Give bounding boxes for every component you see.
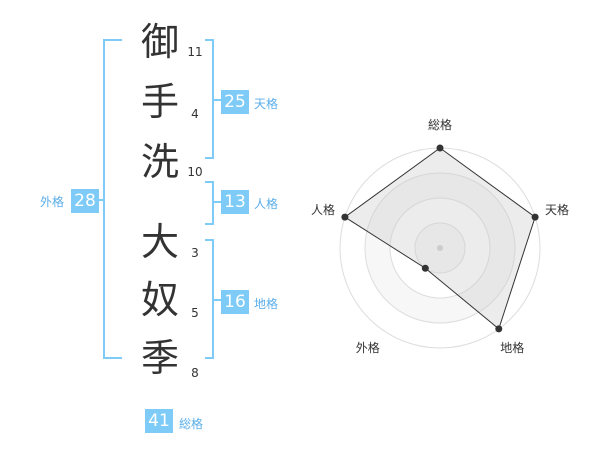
tenkaku-badge: 25: [221, 90, 249, 114]
radar-axis-label-soukaku: 総格: [428, 118, 453, 132]
soukaku-badge: 41: [145, 409, 173, 433]
name-char-2: 手: [140, 80, 179, 124]
radar-point-4: [341, 213, 349, 221]
name-char-1: 御: [140, 20, 179, 64]
stroke-count-3: 10: [187, 165, 203, 179]
jinkaku-badge: 13: [221, 190, 249, 214]
stroke-count-6: 8: [191, 366, 199, 380]
name-char-3: 洗: [140, 140, 179, 184]
jinkaku-label: 人格: [254, 197, 279, 211]
radar-point-1: [531, 213, 539, 221]
radar-axis-label-gaikaku: 外格: [355, 340, 380, 355]
radar-point-0: [436, 144, 444, 152]
name-char-4: 大: [140, 220, 179, 264]
gaikaku-badge: 28: [71, 189, 99, 213]
tenkaku-label: 天格: [254, 97, 279, 111]
radar-center-dot: [437, 245, 443, 251]
stroke-count-4: 3: [191, 246, 199, 260]
stroke-count-2: 4: [191, 107, 199, 121]
radar-point-2: [495, 325, 503, 333]
chikaku-label: 地格: [254, 297, 279, 311]
stroke-count-5: 5: [191, 306, 199, 320]
name-char-5: 奴: [140, 278, 179, 322]
radar-point-3: [421, 264, 429, 272]
radar-axis-label-jinkaku: 人格: [311, 202, 336, 217]
soukaku-label: 総格: [179, 417, 204, 431]
name-char-6: 季: [140, 336, 179, 380]
radar-axis-label-chikaku: 地格: [500, 340, 525, 355]
stroke-count-1: 11: [187, 45, 203, 59]
gaikaku-label: 外格: [40, 195, 65, 209]
radar-data-polygon: [344, 147, 536, 330]
radar-axis-label-tenkaku: 天格: [544, 202, 569, 217]
chikaku-badge: 16: [221, 290, 249, 314]
